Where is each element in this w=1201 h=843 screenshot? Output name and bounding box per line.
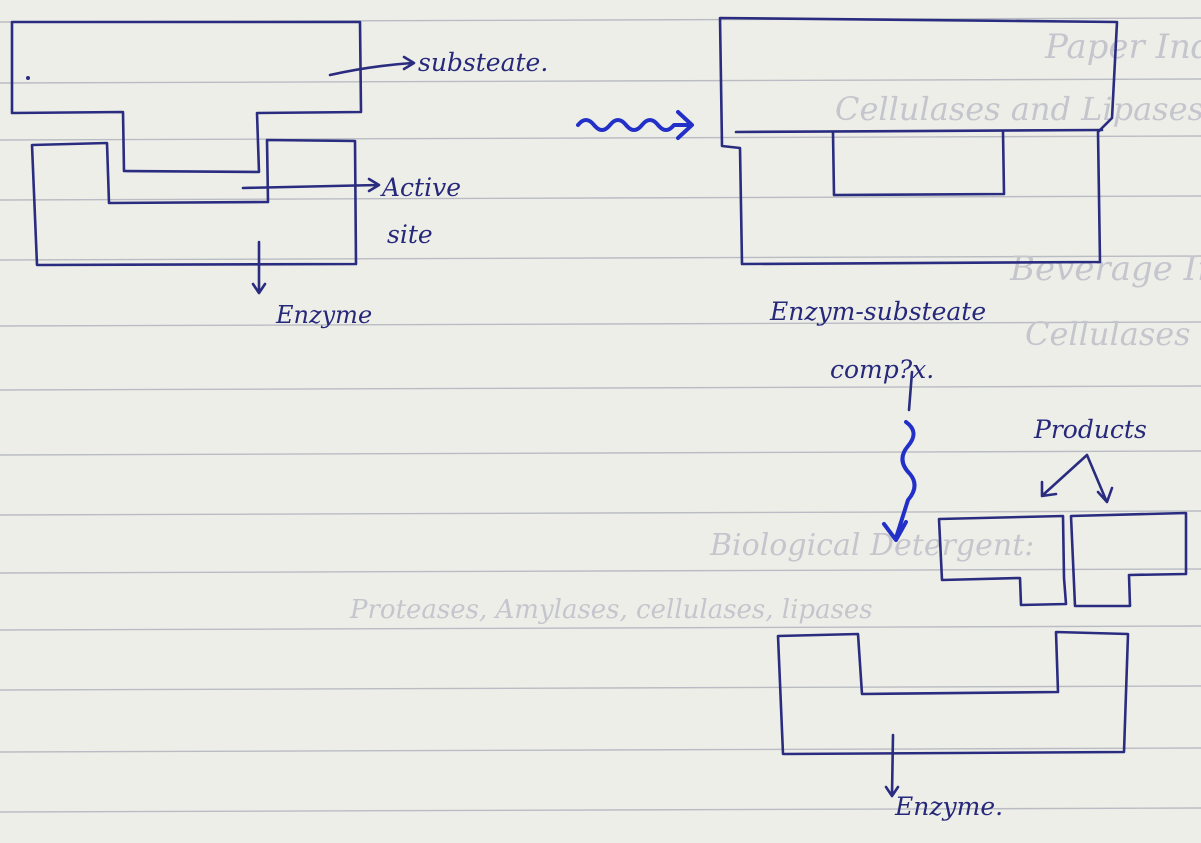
substrate-shape — [12, 22, 361, 172]
products-label: Products — [1033, 415, 1147, 444]
products-pointer-arrows — [1042, 455, 1112, 502]
enzyme-label-stage1: Enzyme — [275, 301, 372, 329]
product-piece-right — [1071, 513, 1186, 606]
stage1-enzyme-and-substrate: substeate. Active site Enzyme — [12, 22, 548, 329]
wavy-arrow-to-complex — [578, 112, 692, 138]
active-site-label: Active — [380, 173, 461, 202]
substrate-dot — [26, 76, 30, 80]
enzyme-pointer-arrow — [253, 242, 265, 293]
enzyme-shape-released — [778, 632, 1128, 754]
ghost-line-2: Cellulases and Lipases — [835, 90, 1201, 128]
complex-bound-substrate — [833, 132, 1004, 195]
complex-label: Enzym-substeate — [769, 297, 986, 326]
substrate-label: substeate. — [418, 48, 548, 77]
ghost-line-1: Paper Industry: — [1044, 27, 1201, 67]
ghost-line-6: Proteases, Amylases, cellulases, lipases — [349, 595, 873, 625]
substrate-pointer-arrow — [330, 57, 414, 75]
complex-divider-line — [736, 130, 1102, 132]
ghost-line-5: Biological Detergent: — [709, 528, 1034, 563]
ghost-line-3: Beverage Industry: — [1009, 249, 1201, 289]
bleed-through-notes: Paper Industry: Cellulases and Lipases B… — [349, 27, 1201, 625]
active-site-pointer-arrow — [243, 179, 379, 191]
wavy-arrow-to-products — [884, 422, 915, 540]
complex-label-line2: comp?x. — [830, 355, 934, 384]
enzyme-pointer-arrow-stage3 — [886, 735, 898, 796]
enzyme-label-stage3: Enzyme. — [894, 792, 1003, 821]
ghost-line-4: Cellulases — [1025, 315, 1191, 353]
active-site-label-line2: site — [387, 220, 433, 249]
enzyme-shape — [32, 140, 356, 265]
